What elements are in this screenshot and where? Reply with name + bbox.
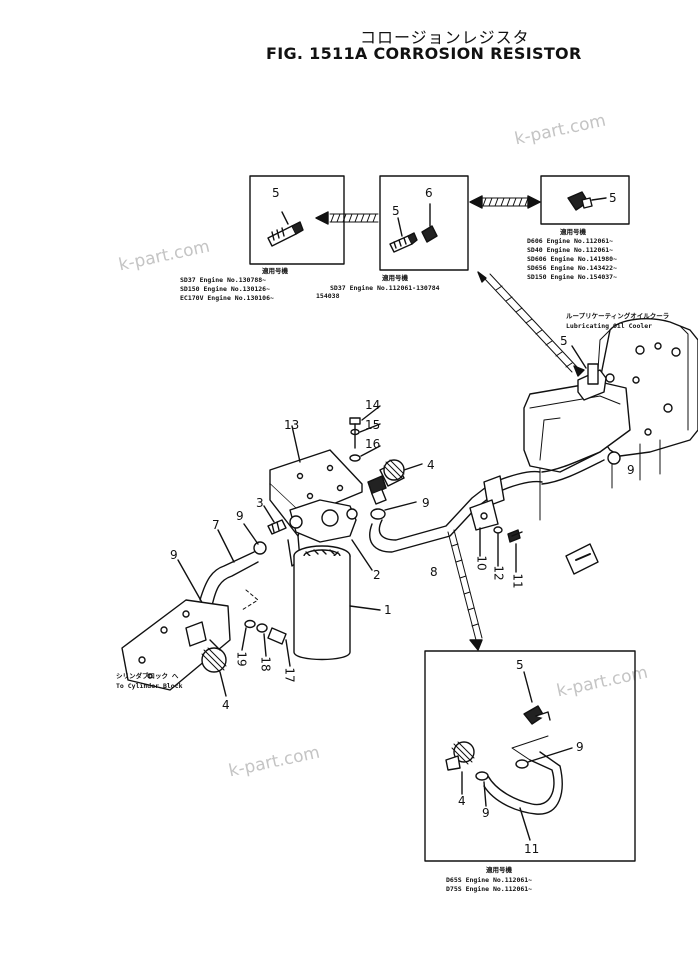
part-label-10: 10	[474, 555, 489, 571]
variant-left-line: SD37 Engine No.130788~	[180, 276, 267, 284]
variant-left-heading: 適用号機	[262, 267, 288, 275]
arrow-to-left-box	[315, 211, 379, 225]
cylinder-label-en: To Cylinder Block	[116, 682, 183, 690]
part-label-4: 4	[458, 794, 466, 808]
variant-left-line: EC170V Engine No.130106~	[180, 294, 274, 302]
filter-head-2	[289, 499, 373, 571]
bolt-17-icon	[267, 627, 291, 667]
fitting-right-icon	[567, 191, 607, 211]
variant-right-line: SD40 Engine No.112061~	[527, 246, 614, 254]
part-label-8: 8	[430, 565, 438, 579]
cooler-manifold	[523, 381, 631, 521]
leader-to-detail	[447, 529, 483, 651]
fitting-3-icon	[263, 505, 287, 535]
title-japanese: コロージョンレジスタ	[360, 28, 530, 47]
ring-9-filter-icon	[370, 501, 417, 520]
variant-center-heading: 適用号機	[382, 274, 408, 282]
part-label-11: 11	[524, 842, 540, 856]
part-label-5: 5	[560, 334, 568, 348]
part-label-9: 9	[627, 463, 635, 477]
clamp-10-icon	[469, 499, 499, 557]
part-label-2: 2	[373, 568, 381, 582]
cooler-label-jp: ループリケーティングオイルクーラ	[566, 312, 670, 320]
variant-right-line: SD150 Engine No.154037~	[527, 273, 618, 281]
variant-right-heading: 適用号機	[560, 228, 586, 236]
valve-4-lower-icon	[185, 621, 227, 697]
variant-center-line: 154038	[316, 292, 340, 300]
bracket-13	[269, 425, 363, 567]
part-label-4: 4	[427, 458, 435, 472]
leader-to-cooler	[477, 271, 585, 377]
part-label-5: 5	[609, 191, 617, 205]
arrow-double-right-box	[469, 195, 541, 209]
part-label-14: 14	[365, 398, 381, 412]
detail-ring-9-icon	[475, 747, 573, 807]
part-label-9: 9	[236, 509, 244, 523]
part-label-5: 5	[272, 186, 280, 200]
washer-16-icon	[349, 445, 381, 462]
part-label-9: 9	[482, 806, 490, 820]
part-label-5: 5	[392, 204, 400, 218]
part-label-19: 19	[234, 651, 249, 667]
part-label-9: 9	[576, 740, 584, 754]
fitting-5-cooler-icon	[571, 345, 615, 401]
part-label-12: 12	[491, 565, 506, 581]
part-label-5: 5	[516, 658, 524, 672]
cylinder-block-plate	[121, 599, 231, 691]
variant-right-line: SD656 Engine No.143422~	[527, 264, 618, 272]
variant-center-line: SD37 Engine No.112061-130784	[330, 284, 440, 292]
part-label-3: 3	[256, 496, 264, 510]
variant-box-right	[540, 175, 630, 225]
part-label-9: 9	[170, 548, 178, 562]
direction-arrow-box	[565, 543, 599, 575]
valve-4-upper-icon	[379, 459, 423, 487]
variant-right-line: SD606 Engine No.141980~	[527, 255, 618, 263]
part-label-11: 11	[510, 573, 525, 589]
part-label-4: 4	[222, 698, 230, 712]
part-label-16: 16	[365, 437, 381, 451]
fitting-center-icon	[389, 203, 438, 253]
detail-line: D65S Engine No.112061~	[446, 876, 533, 884]
part-label-9: 9	[422, 496, 430, 510]
part-label-7: 7	[212, 518, 220, 532]
filter-cartridge-1	[293, 545, 381, 661]
hose-7	[199, 529, 267, 607]
variant-box-left	[249, 175, 345, 265]
cooler-label-en: Lubricating Oil Cooler	[566, 322, 653, 330]
washer-19-icon	[241, 619, 256, 651]
detail-line: D75S Engine No.112061~	[446, 885, 533, 893]
cylinder-label-jp: シリンダブロック へ	[116, 672, 179, 680]
part-label-1: 1	[384, 603, 392, 617]
elbow-5-filter-icon	[367, 475, 387, 505]
variant-right-line: D606 Engine No.112061~	[527, 237, 614, 245]
part-label-17: 17	[282, 667, 297, 683]
detail-hose-11	[483, 735, 563, 841]
variant-left-line: SD150 Engine No.130126~	[180, 285, 271, 293]
part-label-15: 15	[365, 418, 381, 432]
detail-heading: 適用号機	[486, 866, 512, 874]
bolt-11-icon	[507, 529, 523, 573]
fitting-left-icon	[267, 211, 304, 247]
detail-elbow-5-icon	[523, 671, 551, 725]
detail-box	[424, 650, 636, 862]
washer-18-icon	[256, 623, 268, 657]
part-label-13: 13	[284, 418, 300, 432]
part-label-6: 6	[425, 186, 433, 200]
variant-box-center	[379, 175, 469, 271]
washer-12-icon	[493, 526, 503, 567]
hose-8	[369, 451, 621, 553]
detail-valve-4-icon	[445, 741, 475, 795]
hidden-line	[241, 589, 259, 611]
bolt-14-icon	[349, 405, 381, 449]
part-label-18: 18	[258, 656, 273, 672]
figure-title: FIG. 1511A CORROSION RESISTOR	[266, 44, 582, 63]
washer-15-icon	[350, 423, 381, 436]
